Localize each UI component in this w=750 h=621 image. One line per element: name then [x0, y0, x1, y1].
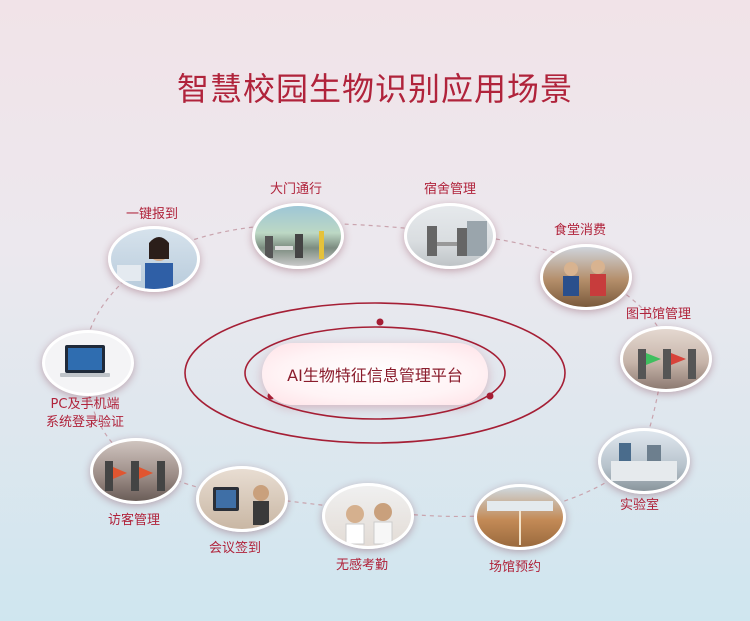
- attendance-photo: [322, 483, 414, 549]
- scene-label-library: 图书馆管理: [626, 307, 692, 322]
- scene-label-venue: 场馆预约: [489, 560, 542, 575]
- scene-label-visitor: 访客管理: [108, 513, 161, 528]
- checkin-photo: [108, 226, 200, 292]
- scene-label-attendance: 无感考勤: [336, 558, 389, 573]
- scene-label-meeting: 会议签到: [209, 541, 262, 556]
- scene-label-canteen: 食堂消费: [554, 223, 607, 238]
- outer-ellipse: [184, 302, 566, 444]
- scene-label-dorm: 宿舍管理: [424, 182, 477, 197]
- dorm-photo: [404, 203, 496, 269]
- scene-label-login-line2: 系统登录验证: [45, 415, 124, 430]
- scene-label-checkin: 一键报到: [126, 207, 179, 222]
- inner-ellipse: [244, 326, 506, 420]
- scene-label-login: PC及手机端 系统登录验证: [36, 396, 134, 432]
- scene-label-gate: 大门通行: [270, 182, 323, 197]
- library-photo: [620, 326, 712, 392]
- lab-photo: [598, 428, 690, 494]
- ellipse-dot: [376, 318, 384, 326]
- gate-photo: [252, 203, 344, 269]
- login-photo: [42, 330, 134, 396]
- scene-label-lab: 实验室: [620, 498, 660, 513]
- meeting-photo: [196, 466, 288, 532]
- ellipse-dot: [486, 392, 494, 400]
- canteen-photo: [540, 244, 632, 310]
- center-platform-badge: AI生物特征信息管理平台: [262, 343, 488, 405]
- scene-label-login-line1: PC及手机端: [50, 397, 120, 412]
- venue-photo: [474, 484, 566, 550]
- visitor-photo: [90, 438, 182, 504]
- page-title: 智慧校园生物识别应用场景: [176, 70, 573, 108]
